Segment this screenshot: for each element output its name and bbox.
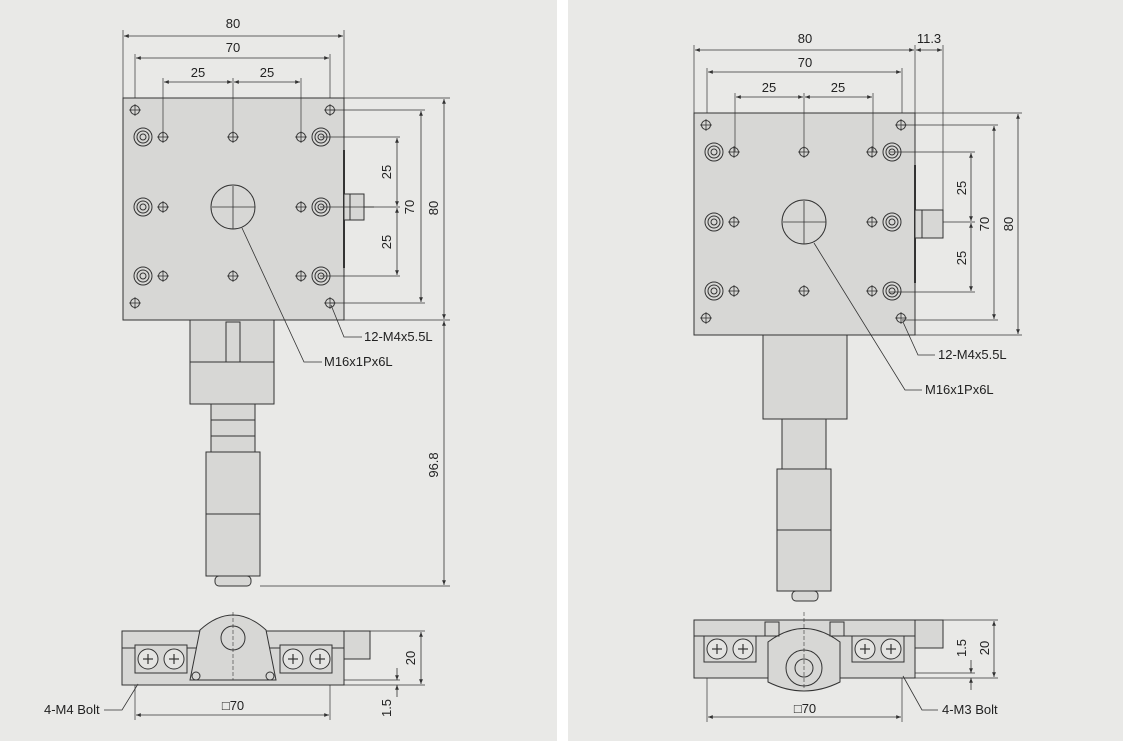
tapped-hole <box>895 312 907 324</box>
side-screw <box>732 638 754 660</box>
dim-height-20: 20 <box>403 651 418 665</box>
dim-height-20: 20 <box>977 641 992 655</box>
tapped-hole <box>895 119 907 131</box>
tapped-hole <box>295 270 307 282</box>
dim-vert-80: 80 <box>426 201 441 215</box>
callout-mounting-holes: 12-M4x5.5L <box>364 329 433 344</box>
dim-length-96-8: 96.8 <box>426 452 441 477</box>
dim-offset-11-3: 11.3 <box>917 31 941 46</box>
dim-pitch-25-right: 25 <box>260 65 274 80</box>
left-stage-drawing <box>104 30 450 720</box>
callout-bolt: 4-M4 Bolt <box>44 702 100 717</box>
tapped-hole <box>227 270 239 282</box>
left-mounting-holes <box>129 104 336 309</box>
dim-vert-25-top: 25 <box>379 165 394 179</box>
dim-square-70: □70 <box>222 698 244 713</box>
dim-vert-70: 70 <box>402 200 417 214</box>
callout-mounting-holes: 12-M4x5.5L <box>938 347 1007 362</box>
dim-vert-70: 70 <box>977 217 992 231</box>
counterbore-hole <box>133 266 153 286</box>
tapped-hole <box>798 285 810 297</box>
dim-vert-25-top: 25 <box>954 181 969 195</box>
side-screw <box>163 648 185 670</box>
callout-center-thread: M16x1Px6L <box>324 354 393 369</box>
tapped-hole <box>227 131 239 143</box>
callout-center-thread: M16x1Px6L <box>925 382 994 397</box>
dim-pitch-25-left: 25 <box>191 65 205 80</box>
tapped-hole <box>700 119 712 131</box>
tapped-hole <box>324 104 336 116</box>
counterbore-hole <box>882 142 902 162</box>
counterbore-hole <box>882 212 902 232</box>
dim-vert-25-bottom: 25 <box>954 251 969 265</box>
callout-bolt: 4-M3 Bolt <box>942 702 998 717</box>
counterbore-hole <box>704 281 724 301</box>
tapped-hole <box>728 146 740 158</box>
side-screw <box>282 648 304 670</box>
side-screw <box>706 638 728 660</box>
tapped-hole <box>866 285 878 297</box>
counterbore-hole <box>704 142 724 162</box>
side-screw <box>854 638 876 660</box>
counterbore-hole <box>133 197 153 217</box>
dim-vert-25-bottom: 25 <box>379 235 394 249</box>
tapped-hole <box>157 201 169 213</box>
micrometer-housing <box>762 334 848 420</box>
tapped-hole <box>866 146 878 158</box>
tapped-hole <box>324 297 336 309</box>
tapped-hole <box>728 216 740 228</box>
dim-1-5: 1.5 <box>379 699 394 717</box>
tapped-hole <box>866 216 878 228</box>
dim-width-80: 80 <box>226 16 240 31</box>
tapped-hole <box>798 146 810 158</box>
dim-width-70: 70 <box>226 40 240 55</box>
side-screw <box>880 638 902 660</box>
tapped-hole <box>157 131 169 143</box>
side-view-screws <box>137 638 902 670</box>
tapped-hole <box>728 285 740 297</box>
micrometer-sleeve <box>210 403 256 453</box>
tapped-hole <box>700 312 712 324</box>
dim-square-70: □70 <box>794 701 816 716</box>
micrometer-sleeve <box>781 418 827 470</box>
dim-vert-80: 80 <box>1001 217 1016 231</box>
tapped-hole <box>295 131 307 143</box>
counterbore-hole <box>311 127 331 147</box>
counterbore-hole <box>311 266 331 286</box>
dim-pitch-25-right: 25 <box>831 80 845 95</box>
counterbore-hole <box>311 197 331 217</box>
side-screw <box>137 648 159 670</box>
tapped-hole <box>157 270 169 282</box>
counterbore-hole <box>133 127 153 147</box>
counterbore-hole <box>882 281 902 301</box>
dim-width-80: 80 <box>798 31 812 46</box>
dim-pitch-25-left: 25 <box>762 80 776 95</box>
side-screw <box>309 648 331 670</box>
right-mounting-holes <box>700 119 907 324</box>
tapped-hole <box>129 297 141 309</box>
right-stage-drawing <box>693 45 1022 722</box>
counterbore-hole <box>704 212 724 232</box>
dim-1-5: 1.5 <box>954 639 969 657</box>
tapped-hole <box>129 104 141 116</box>
tapped-hole <box>295 201 307 213</box>
dim-width-70: 70 <box>798 55 812 70</box>
